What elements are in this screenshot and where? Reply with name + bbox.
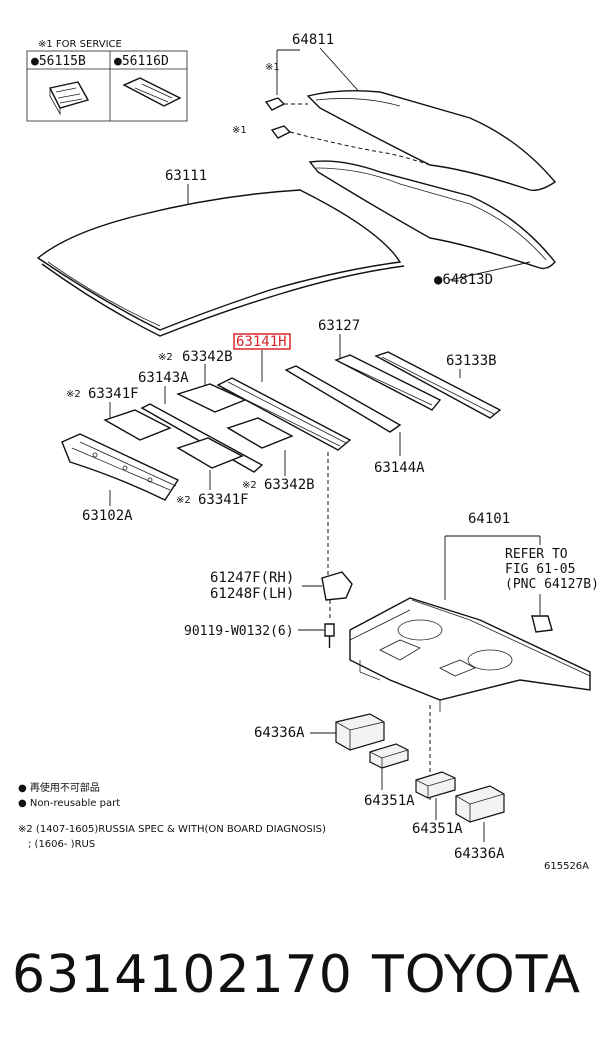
pad-64336a-right[interactable]: [455, 785, 505, 823]
callout-64336a-right[interactable]: 64336A: [454, 846, 505, 862]
package-tray-panel[interactable]: [349, 597, 591, 701]
callout-63111[interactable]: 63111: [165, 168, 207, 184]
silencer-pad-upper[interactable]: [176, 383, 247, 413]
callout-63342b-bot[interactable]: 63342B: [264, 477, 315, 493]
roof-panel-group: 63111: [36, 168, 405, 337]
glass-stopper-lower[interactable]: [270, 125, 292, 139]
callout-63342b-top-mark: ※2: [158, 352, 173, 363]
roof-bow-middle[interactable]: [284, 365, 402, 433]
refer-line-2: FIG 61-05: [505, 562, 575, 577]
back-window-weatherstrip[interactable]: [308, 160, 556, 270]
callout-63342b-bot-mark: ※2: [242, 480, 257, 491]
footer-part-number: 6314102170: [12, 945, 353, 1005]
back-window-glass-group: 64811 ※1 ※1: [232, 32, 557, 192]
service-box-title: ※1 FOR SERVICE: [38, 39, 122, 50]
callout-63143a[interactable]: 63143A: [138, 370, 189, 386]
footer-brand: TOYOTA: [372, 945, 581, 1005]
weatherstrip-group: ●64813D: [308, 160, 556, 288]
silencer-pad-front[interactable]: [103, 409, 172, 441]
callout-63144a[interactable]: 63144A: [374, 460, 425, 476]
callout-mark1-a: ※1: [265, 62, 280, 73]
callout-63127[interactable]: 63127: [318, 318, 360, 334]
bracket-61247f[interactable]: [321, 571, 353, 601]
pad-64336a-left[interactable]: [335, 713, 385, 751]
service-box: ※1 FOR SERVICE ●56115B ●56116D: [26, 39, 188, 122]
callout-64813d[interactable]: ●64813D: [434, 272, 493, 288]
service-box-frame: [26, 50, 188, 122]
legend: ● 再使用不可部品 ● Non-reusable part ※2 (1407-1…: [18, 781, 326, 850]
legend-note-1: ※2 (1407-1605)RUSSIA SPEC & WITH(ON BOAR…: [18, 824, 326, 835]
clip-56115b-drawing: [48, 81, 90, 116]
windshield-header-63102a[interactable]: [61, 433, 180, 501]
back-window-glass[interactable]: [306, 89, 557, 192]
service-part-right[interactable]: ●56116D: [114, 54, 169, 69]
callout-63133b[interactable]: 63133B: [446, 353, 497, 369]
callout-63341f-bot-mark: ※2: [176, 495, 191, 506]
speaker-hole-left: [397, 619, 443, 641]
callout-64336a-left[interactable]: 64336A: [254, 725, 305, 741]
callout-63341f-top-mark: ※2: [66, 389, 81, 400]
silencer-pad-lower[interactable]: [176, 437, 244, 469]
legend-jp: ● 再使用不可部品: [18, 781, 100, 794]
callout-64351a-right[interactable]: 64351A: [412, 821, 463, 837]
clip-64127b[interactable]: [531, 615, 553, 633]
bolt-90119[interactable]: [324, 623, 335, 637]
legend-en: ● Non-reusable part: [18, 798, 120, 809]
service-part-left[interactable]: ●56115B: [31, 54, 86, 69]
callout-64811[interactable]: 64811: [292, 32, 334, 48]
callout-90119[interactable]: 90119-W0132(6): [184, 624, 294, 639]
footer: 6314102170 TOYOTA: [0, 930, 600, 1020]
pad-64351a-right[interactable]: [415, 771, 456, 799]
highlight-box-63141h: [233, 333, 291, 350]
refer-line-1: REFER TO: [505, 547, 568, 562]
callout-63341f-bot[interactable]: 63341F: [198, 492, 249, 508]
silencer-pad-center[interactable]: [226, 417, 294, 449]
roof-header-63141h[interactable]: [216, 377, 352, 451]
clip-56116d-drawing: [122, 77, 182, 107]
callout-61248f[interactable]: 61248F(LH): [210, 586, 294, 602]
package-tray-group: 64101 REFER TO FIG 61-05 (PNC 64127B): [349, 511, 599, 800]
pads-group: 64336A 64351A 64351A 64336A: [254, 713, 505, 862]
callout-64351a-left[interactable]: 64351A: [364, 793, 415, 809]
hinge-group: 61247F(RH) 61248F(LH) 90119-W0132(6): [184, 452, 353, 648]
callout-63341f-top[interactable]: 63341F: [88, 386, 139, 402]
figure-id: 615526A: [544, 861, 589, 872]
glass-stopper-upper[interactable]: [264, 97, 286, 111]
callout-63342b-top[interactable]: 63342B: [182, 349, 233, 365]
roof-structure-group: 63127 63141H ※2 63342B 63143A 63133B ※2 …: [61, 318, 502, 524]
callout-61247f[interactable]: 61247F(RH): [210, 570, 294, 586]
roof-panel[interactable]: [36, 189, 402, 331]
callout-64101[interactable]: 64101: [468, 511, 510, 527]
parts-diagram: ※1 FOR SERVICE ●56115B ●56116D 64811 ※1 …: [18, 32, 599, 872]
legend-note-2: ; (1606- )RUS: [28, 839, 95, 850]
refer-line-3[interactable]: (PNC 64127B): [505, 577, 599, 592]
callout-63141h[interactable]: 63141H: [236, 334, 287, 350]
callout-63102a[interactable]: 63102A: [82, 508, 133, 524]
speaker-hole-right: [467, 649, 513, 671]
callout-mark1-b: ※1: [232, 125, 247, 136]
